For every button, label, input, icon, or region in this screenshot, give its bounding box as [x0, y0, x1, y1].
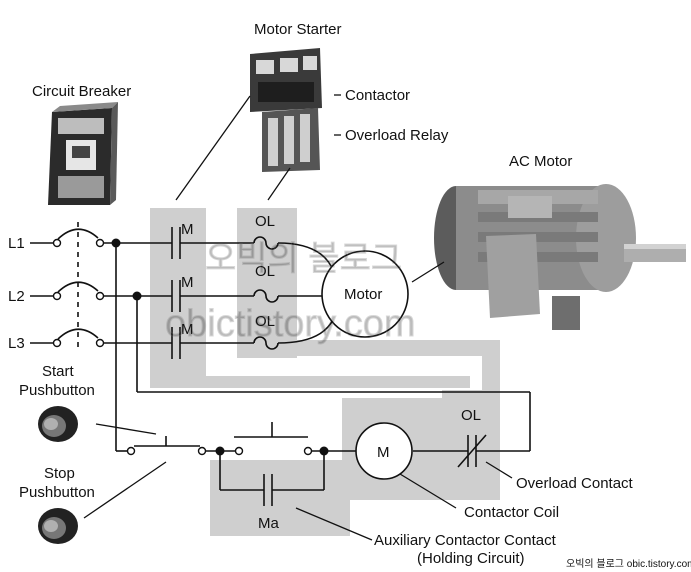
ol2-label: OL — [255, 263, 275, 280]
contactor-coil-label: Contactor Coil — [464, 504, 559, 521]
contactor-label: Contactor — [345, 87, 410, 104]
m3-label: M — [181, 321, 194, 338]
motor-leader — [411, 261, 445, 283]
motor-label: Motor — [344, 286, 382, 303]
watermark: 오빅의 블로그 obictistory.com — [165, 240, 417, 346]
svg-text:오빅의 블로그: 오빅의 블로그 — [205, 240, 402, 278]
ol-contact-label: OL — [461, 407, 481, 424]
ma-label: Ma — [258, 515, 279, 532]
circuit-breaker-image — [48, 102, 118, 205]
overload-leader — [267, 167, 291, 201]
coil-m-label: M — [377, 444, 390, 461]
stop-leader — [83, 461, 167, 519]
start-label-line1: Start — [42, 363, 75, 380]
m2-label: M — [181, 274, 194, 291]
overload-contact-label: Overload Contact — [516, 475, 634, 492]
motor-symbol — [321, 250, 409, 338]
stop-label-line2: Pushbutton — [19, 484, 95, 501]
stop-label-line1: Stop — [44, 465, 75, 482]
motor-starter-image — [250, 48, 322, 172]
contactor-coil-symbol — [355, 422, 413, 480]
circuit-breaker-label: Circuit Breaker — [32, 83, 131, 100]
contactor-coil-leader — [399, 473, 457, 509]
control-circuit-wiring — [115, 243, 531, 506]
start-leader — [95, 423, 157, 435]
ac-motor-image — [434, 184, 686, 330]
svg-text:obictistory.com: obictistory.com — [165, 303, 416, 345]
start-pushbutton-image — [38, 406, 78, 442]
l1-label: L1 — [8, 235, 25, 252]
start-label-line2: Pushbutton — [19, 382, 95, 399]
ol3-label: OL — [255, 313, 275, 330]
aux-contact-label-line2: (Holding Circuit) — [417, 550, 525, 567]
aux-contact-leader — [295, 507, 373, 541]
contactor-leader — [175, 95, 251, 201]
m1-label: M — [181, 221, 194, 238]
overload-relay-label: Overload Relay — [345, 127, 449, 144]
line-l1-wiring — [30, 227, 335, 273]
stop-pushbutton-image — [38, 508, 78, 544]
ol1-label: OL — [255, 213, 275, 230]
overload-contact-leader — [485, 461, 513, 479]
l3-label: L3 — [8, 335, 25, 352]
credit-text: 오빅의 블로그 obic.tistory.com — [566, 558, 691, 570]
aux-contact-label-line1: Auxiliary Contactor Contact — [374, 532, 557, 549]
motor-starter-label: Motor Starter — [254, 21, 342, 38]
l2-label: L2 — [8, 288, 25, 305]
ac-motor-label: AC Motor — [509, 153, 572, 170]
highlight-regions — [150, 208, 500, 536]
